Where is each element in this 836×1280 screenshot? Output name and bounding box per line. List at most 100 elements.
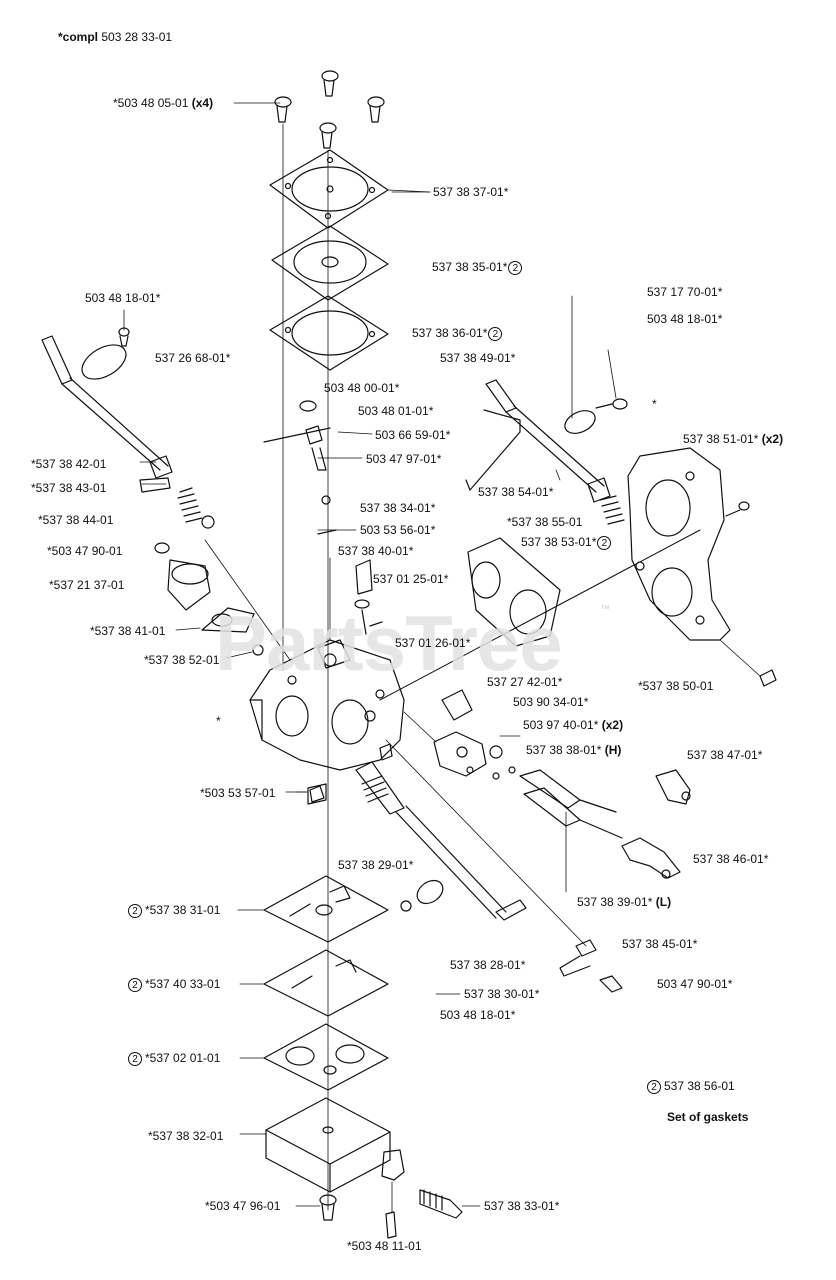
part-label[interactable]: 503 66 59-01* [375, 428, 451, 442]
part-label[interactable]: 537 38 39-01* (L) [577, 895, 672, 909]
choke-shaft-right[interactable] [465, 295, 628, 503]
gasket-set-marker: 2 [128, 977, 142, 992]
part-label[interactable]: 537 38 37-01* [433, 185, 509, 199]
intake-adapter[interactable] [627, 447, 731, 641]
part-label[interactable]: *537 38 52-01 [144, 653, 220, 667]
footnote-star: * [216, 714, 221, 728]
assembly-part-number: *compl 503 28 33-01 [58, 30, 173, 44]
gasket-set-marker: 2 [128, 1051, 142, 1066]
part-label[interactable]: *503 48 05-01 (x4) [113, 96, 214, 110]
choke-lever[interactable] [139, 477, 171, 493]
screw-icon[interactable] [321, 70, 339, 97]
part-label[interactable]: 503 53 56-01* [360, 523, 436, 537]
part-label[interactable]: 537 38 51-01* (x2) [683, 432, 784, 446]
part-label[interactable]: *537 38 41-01 [90, 624, 166, 638]
metering-diaphragm[interactable] [263, 875, 389, 943]
part-label[interactable]: 537 38 53-01*2 [521, 535, 612, 550]
part-label[interactable]: *537 38 32-01 [148, 1129, 224, 1143]
part-label[interactable]: *503 48 11-01 [347, 1239, 422, 1253]
limiter-cap[interactable] [655, 769, 691, 805]
part-label[interactable]: 537 38 30-01* [464, 987, 540, 1001]
screw-icon[interactable] [319, 122, 337, 149]
part-label[interactable]: 2*537 02 01-01 [128, 1051, 220, 1066]
metering-chamber-cover[interactable] [433, 689, 503, 777]
part-label[interactable]: *537 38 43-01 [31, 481, 107, 495]
part-label[interactable]: 537 38 35-01*2 [432, 260, 523, 275]
throttle-lever[interactable] [299, 400, 337, 535]
part-label[interactable]: *503 47 90-01 [47, 544, 123, 558]
throttle-arm[interactable] [559, 939, 623, 993]
throttle-rod [379, 529, 701, 701]
part-label[interactable]: *537 38 44-01 [38, 513, 114, 527]
gasket-set-note: Set of gaskets [667, 1110, 749, 1124]
part-label[interactable]: 537 01 25-01* [373, 572, 449, 586]
inlet-nipple[interactable] [419, 1189, 463, 1219]
diaphragm-gasket[interactable] [269, 295, 389, 371]
part-label[interactable]: 537 38 38-01* (H) [526, 743, 622, 757]
part-label[interactable]: 503 48 00-01* [324, 381, 400, 395]
screw-icon[interactable] [319, 1194, 337, 1221]
part-label[interactable]: 503 48 18-01* [647, 312, 723, 326]
pump-diaphragm[interactable] [271, 225, 389, 301]
part-label[interactable]: *503 53 57-01 [200, 786, 276, 800]
part-label[interactable]: *503 47 96-01 [205, 1199, 281, 1213]
filter-screen[interactable] [201, 607, 255, 633]
clip-icon[interactable] [759, 669, 777, 687]
gasket-set-marker: 2 [128, 903, 142, 918]
pump-gasket[interactable] [263, 1023, 389, 1091]
part-label[interactable]: 537 38 33-01* [484, 1199, 560, 1213]
insulator-gasket[interactable] [467, 537, 561, 647]
spring[interactable] [177, 487, 203, 523]
screw-icon[interactable] [725, 501, 750, 517]
carburetor-body[interactable] [249, 639, 405, 771]
part-label[interactable]: 503 90 34-01* [513, 695, 589, 709]
main-jet[interactable] [307, 783, 327, 805]
screw-icon[interactable] [367, 96, 385, 123]
part-label[interactable]: 503 97 40-01* (x2) [523, 718, 624, 732]
part-label[interactable]: 503 48 01-01* [358, 404, 434, 418]
low-speed-needle[interactable] [523, 787, 623, 839]
partstree-watermark: PartsTree [215, 599, 563, 687]
part-label[interactable]: 537 38 36-01*2 [412, 326, 503, 341]
part-label[interactable]: *537 38 55-01 [507, 515, 583, 529]
part-label[interactable]: 537 17 70-01* [647, 285, 723, 299]
part-label[interactable]: 537 38 49-01* [440, 351, 516, 365]
screw-icon[interactable] [118, 327, 130, 347]
pump-cover[interactable] [265, 1097, 405, 1193]
part-label[interactable]: 537 38 40-01* [338, 544, 414, 558]
screw-icon[interactable] [274, 96, 292, 123]
part-label[interactable]: 503 47 90-01* [657, 977, 733, 991]
part-label[interactable]: 537 38 46-01* [693, 852, 769, 866]
throttle-shaft[interactable] [309, 761, 527, 921]
footnote-star: * [652, 397, 657, 411]
fuel-inlet-fitting[interactable] [154, 542, 211, 611]
part-label[interactable]: 537 01 26-01* [395, 636, 471, 650]
part-label[interactable]: 2*537 38 31-01 [128, 903, 220, 918]
metering-gasket[interactable] [263, 949, 389, 1017]
part-label[interactable]: 537 38 54-01* [478, 485, 554, 499]
gasket-set-marker: 2 [508, 260, 523, 275]
diaphragm-cover-plate[interactable] [269, 149, 389, 229]
fuel-fitting[interactable] [385, 1211, 397, 1239]
part-label[interactable]: 537 26 68-01* [155, 351, 231, 365]
choke-shaft[interactable] [41, 335, 173, 479]
part-label[interactable]: 503 48 18-01* [440, 1008, 516, 1022]
spring[interactable] [599, 495, 625, 525]
part-label[interactable]: *537 38 42-01 [31, 457, 107, 471]
part-label[interactable]: 537 38 28-01* [450, 958, 526, 972]
high-speed-needle[interactable] [519, 769, 617, 813]
part-label[interactable]: 537 38 47-01* [687, 748, 763, 762]
gasket-set-marker: 2 [488, 326, 503, 341]
part-label[interactable]: 537 27 42-01* [487, 675, 563, 689]
part-label[interactable]: *537 21 37-01 [49, 578, 125, 592]
part-label[interactable]: 503 47 97-01* [366, 452, 442, 466]
part-label[interactable]: 537 38 45-01* [622, 937, 698, 951]
part-label[interactable]: 503 48 18-01* [85, 291, 161, 305]
part-label[interactable]: *537 38 50-01 [638, 679, 714, 693]
part-label[interactable]: 537 38 29-01* [338, 858, 414, 872]
part-label[interactable]: 537 38 34-01* [360, 501, 436, 515]
limiter-cap[interactable] [621, 837, 681, 879]
part-label[interactable]: 2*537 40 33-01 [128, 977, 220, 992]
idle-screw[interactable] [354, 559, 383, 635]
